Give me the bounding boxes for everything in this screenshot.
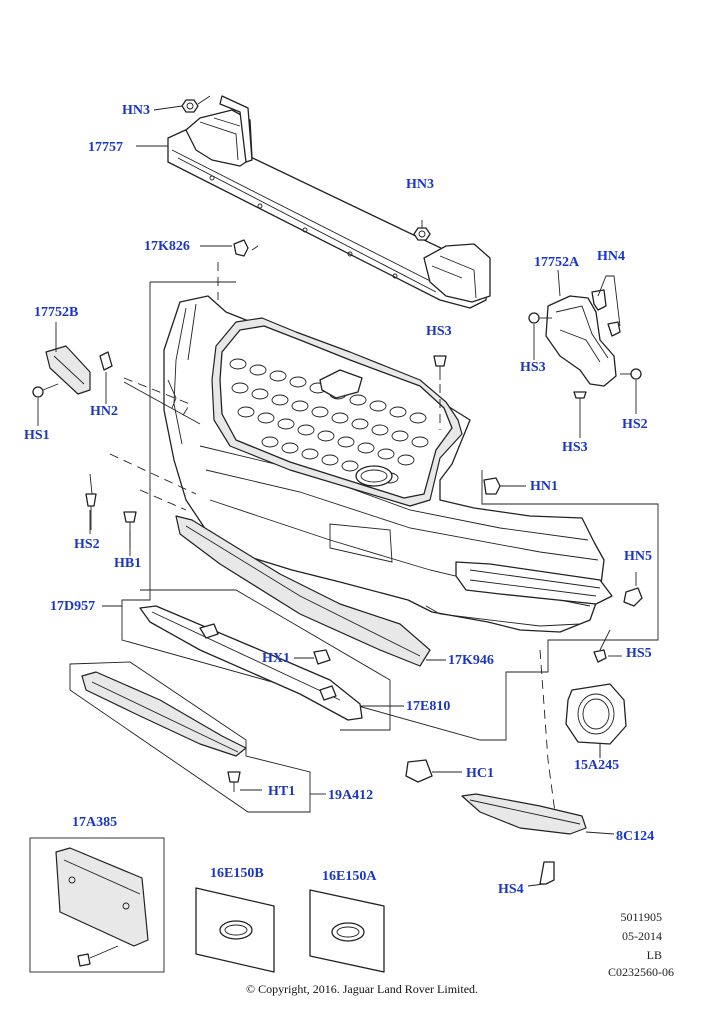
label-hn2: HN2	[90, 404, 118, 419]
label-ht1: HT1	[268, 784, 296, 799]
meta-date: 05-2014	[622, 929, 662, 943]
label-hs3-center: HS3	[426, 324, 452, 339]
nut-hn3-top	[181, 95, 211, 113]
label-hc1: HC1	[466, 766, 494, 781]
clip-17k826	[233, 239, 259, 257]
screw-plate	[77, 945, 119, 967]
pin-hs4	[527, 861, 555, 887]
trim-19a412	[81, 671, 247, 757]
label-hx1: HX1	[262, 651, 290, 666]
leader-hn3-top	[153, 105, 183, 111]
label-hn3-top: HN3	[122, 103, 150, 118]
label-hn3-mid: HN3	[406, 177, 434, 192]
meta-region: LB	[646, 948, 662, 962]
label-hn5: HN5	[624, 549, 652, 564]
screw-hs1	[32, 383, 59, 398]
bracket-17752a	[545, 269, 621, 387]
dash-line-left2	[109, 453, 197, 495]
dash-line-bezel	[539, 649, 557, 821]
frame-17e810	[140, 589, 391, 731]
clip-hs3-center	[433, 355, 447, 430]
label-19a412: 19A412	[328, 788, 374, 803]
label-17752b: 17752B	[34, 305, 79, 320]
frame-19a412	[69, 661, 311, 813]
label-17e810: 17E810	[406, 699, 451, 714]
reinforcement-beam	[167, 95, 491, 309]
fog-bezel-15a245	[565, 683, 627, 758]
label-17d957: 17D957	[50, 599, 96, 614]
copyright-notice: © Copyright, 2016. Jaguar Land Rover Lim…	[245, 982, 479, 996]
label-17757: 17757	[88, 140, 123, 155]
lower-grille-17k946	[175, 515, 446, 667]
bracket-17752b	[45, 345, 113, 395]
clip-hc1	[405, 759, 462, 783]
label-8c124: 8C124	[616, 829, 655, 844]
label-16e150b: 16E150B	[210, 866, 264, 881]
screw-hs5	[593, 629, 622, 663]
clip-hn5	[623, 572, 643, 607]
label-hn4: HN4	[597, 249, 625, 264]
label-hs3-right: HS3	[520, 360, 546, 375]
label-hs3-lower: HS3	[562, 440, 588, 455]
clip-ht1	[227, 771, 262, 792]
label-15a245: 15A245	[574, 758, 620, 773]
label-hs1: HS1	[24, 428, 50, 443]
leader-long-left	[123, 381, 201, 425]
plate-16e150a	[309, 889, 385, 973]
label-hb1: HB1	[114, 556, 142, 571]
screw-hs3-right	[528, 312, 552, 324]
label-17k826: 17K826	[144, 239, 190, 254]
grille	[211, 317, 463, 507]
label-17a385: 17A385	[72, 815, 118, 830]
clip-hx1	[313, 649, 331, 665]
label-hs5: HS5	[626, 646, 652, 661]
label-hs4: HS4	[498, 882, 524, 897]
label-17k946: 17K946	[448, 653, 494, 668]
nut-hn3-mid	[413, 220, 431, 241]
label-16e150a: 16E150A	[322, 869, 377, 884]
label-17752a: 17752A	[534, 255, 580, 270]
plate-16e150b	[195, 887, 275, 973]
frame-17a385	[29, 837, 165, 973]
label-hs2-right: HS2	[622, 417, 648, 432]
screw-hs3-lower	[573, 391, 587, 414]
dash-line-left3	[139, 489, 187, 511]
clip-hn1	[483, 477, 526, 495]
screw-hs2-right	[620, 368, 642, 380]
brace-17e810	[139, 605, 363, 721]
pin-hs2-left	[85, 473, 97, 530]
label-hs2-left: HS2	[74, 537, 100, 552]
plate-bracket-17a385	[55, 847, 149, 947]
label-hn1: HN1	[530, 479, 558, 494]
moulding-8c124	[461, 793, 615, 835]
meta-illustration-id: C0232560-06	[608, 965, 674, 979]
meta-code: 5011905	[620, 910, 662, 924]
bumper-frame-outline	[121, 281, 659, 741]
